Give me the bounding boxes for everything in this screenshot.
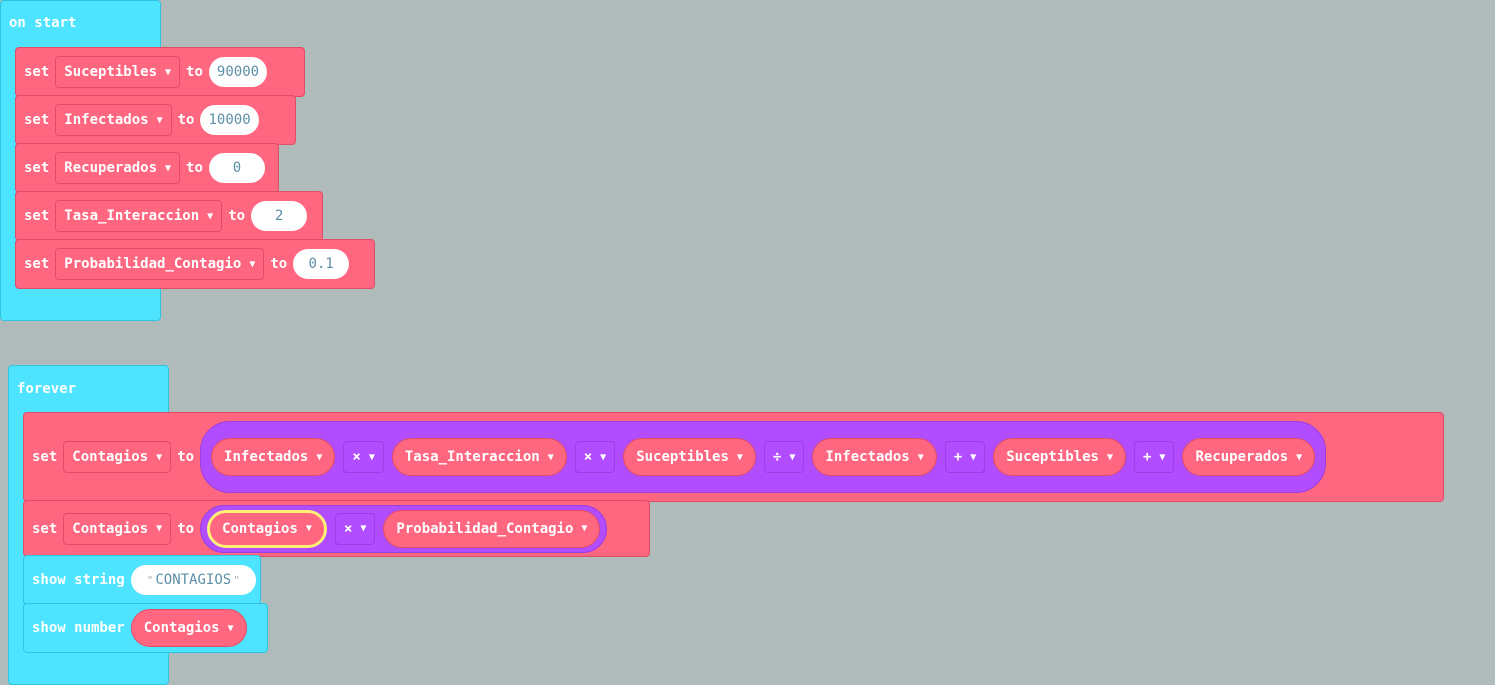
math-expression[interactable]: Contagios▼ ×▼ Probabilidad_Contagio▼ xyxy=(200,504,608,553)
caret-down-icon: ▼ xyxy=(165,66,172,78)
caret-down-icon: ▼ xyxy=(1159,451,1166,463)
to-keyword: to xyxy=(228,208,246,224)
math-expression[interactable]: Infectados▼ ×▼ Tasa_Interaccion▼ ×▼ Suce… xyxy=(200,421,1327,493)
show-string-block[interactable]: show string "CONTAGIOS" xyxy=(23,555,261,605)
caret-down-icon: ▼ xyxy=(1106,451,1113,463)
operator-dropdown-multiply[interactable]: ×▼ xyxy=(334,512,376,545)
string-input[interactable]: "CONTAGIOS" xyxy=(130,565,256,595)
caret-down-icon: ▼ xyxy=(917,451,924,463)
operator-dropdown-add[interactable]: +▼ xyxy=(944,441,986,473)
variable-reporter-contagios[interactable]: Contagios▼ xyxy=(130,609,247,647)
set-keyword: set xyxy=(32,449,58,465)
set-contagios-formula-block[interactable]: set Contagios▼ to Infectados▼ ×▼ Tasa_In… xyxy=(23,412,1444,502)
variable-reporter-suceptibles[interactable]: Suceptibles▼ xyxy=(623,438,756,476)
variable-dropdown-recuperados[interactable]: Recuperados▼ xyxy=(55,152,181,184)
variable-reporter-probabilidad-contagio[interactable]: Probabilidad_Contagio▼ xyxy=(383,509,601,548)
set-probabilidad-contagio-block[interactable]: set Probabilidad_Contagio▼ to 0.1 xyxy=(15,239,375,289)
caret-down-icon: ▼ xyxy=(165,162,172,174)
variable-reporter-suceptibles[interactable]: Suceptibles▼ xyxy=(993,438,1126,476)
caret-down-icon: ▼ xyxy=(1296,451,1303,463)
caret-down-icon: ▼ xyxy=(368,451,375,463)
set-recuperados-block[interactable]: set Recuperados▼ to 0 xyxy=(15,143,279,193)
variable-reporter-recuperados[interactable]: Recuperados▼ xyxy=(1182,438,1316,476)
set-keyword: set xyxy=(24,256,50,272)
value-input-recuperados[interactable]: 0 xyxy=(208,153,265,183)
caret-down-icon: ▼ xyxy=(156,451,163,463)
variable-dropdown-probabilidad-contagio[interactable]: Probabilidad_Contagio▼ xyxy=(55,248,265,280)
variable-dropdown-infectados[interactable]: Infectados▼ xyxy=(55,104,172,136)
variable-dropdown-suceptibles[interactable]: Suceptibles▼ xyxy=(55,56,181,88)
caret-down-icon: ▼ xyxy=(736,451,743,463)
caret-down-icon: ▼ xyxy=(316,451,323,463)
show-string-keyword: show string xyxy=(32,572,125,588)
value-input-probabilidad-contagio[interactable]: 0.1 xyxy=(293,249,350,279)
show-number-keyword: show number xyxy=(32,620,125,636)
operator-dropdown-divide[interactable]: ÷▼ xyxy=(763,441,805,473)
set-keyword: set xyxy=(24,208,50,224)
operator-dropdown-multiply[interactable]: ×▼ xyxy=(343,441,384,473)
caret-down-icon: ▼ xyxy=(305,523,312,534)
caret-down-icon: ▼ xyxy=(970,451,977,463)
set-keyword: set xyxy=(24,160,50,176)
caret-down-icon: ▼ xyxy=(547,451,554,463)
set-contagios-probability-block[interactable]: set Contagios▼ to Contagios▼ ×▼ Probabil… xyxy=(23,500,650,557)
caret-down-icon: ▼ xyxy=(156,523,163,534)
forever-label: forever xyxy=(17,381,77,397)
caret-down-icon: ▼ xyxy=(227,622,234,634)
close-quote-icon: " xyxy=(233,573,240,587)
operator-dropdown-add[interactable]: +▼ xyxy=(1133,441,1175,473)
to-keyword: to xyxy=(270,256,288,272)
show-number-block[interactable]: show number Contagios▼ xyxy=(23,603,268,653)
set-suceptibles-block[interactable]: set Suceptibles▼ to 90000 xyxy=(15,47,305,97)
caret-down-icon: ▼ xyxy=(360,523,367,534)
caret-down-icon: ▼ xyxy=(249,258,256,270)
value-input-suceptibles[interactable]: 90000 xyxy=(208,57,268,87)
variable-reporter-infectados[interactable]: Infectados▼ xyxy=(812,438,937,476)
operator-dropdown-multiply[interactable]: ×▼ xyxy=(574,441,616,473)
variable-dropdown-contagios[interactable]: Contagios▼ xyxy=(63,512,172,545)
set-infectados-block[interactable]: set Infectados▼ to 10000 xyxy=(15,95,296,145)
set-keyword: set xyxy=(32,520,58,537)
on-start-label: on start xyxy=(9,15,77,31)
variable-reporter-tasa-interaccion[interactable]: Tasa_Interaccion▼ xyxy=(391,438,567,476)
value-input-tasa-interaccion[interactable]: 2 xyxy=(251,201,308,231)
to-keyword: to xyxy=(177,112,195,128)
set-keyword: set xyxy=(24,64,50,80)
caret-down-icon: ▼ xyxy=(600,451,607,463)
set-tasa-interaccion-block[interactable]: set Tasa_Interaccion▼ to 2 xyxy=(15,191,323,241)
to-keyword: to xyxy=(177,520,195,537)
variable-reporter-contagios[interactable]: Contagios▼ xyxy=(207,509,327,548)
caret-down-icon: ▼ xyxy=(207,210,214,222)
variable-dropdown-tasa-interaccion[interactable]: Tasa_Interaccion▼ xyxy=(55,200,223,232)
to-keyword: to xyxy=(186,64,203,80)
caret-down-icon: ▼ xyxy=(156,114,163,126)
open-quote-icon: " xyxy=(146,573,154,587)
caret-down-icon: ▼ xyxy=(789,451,796,463)
set-keyword: set xyxy=(24,112,50,128)
to-keyword: to xyxy=(177,449,195,465)
variable-dropdown-contagios[interactable]: Contagios▼ xyxy=(63,441,172,473)
value-input-infectados[interactable]: 10000 xyxy=(200,105,259,135)
to-keyword: to xyxy=(186,160,203,176)
caret-down-icon: ▼ xyxy=(581,523,588,534)
variable-reporter-infectados[interactable]: Infectados▼ xyxy=(211,438,336,476)
